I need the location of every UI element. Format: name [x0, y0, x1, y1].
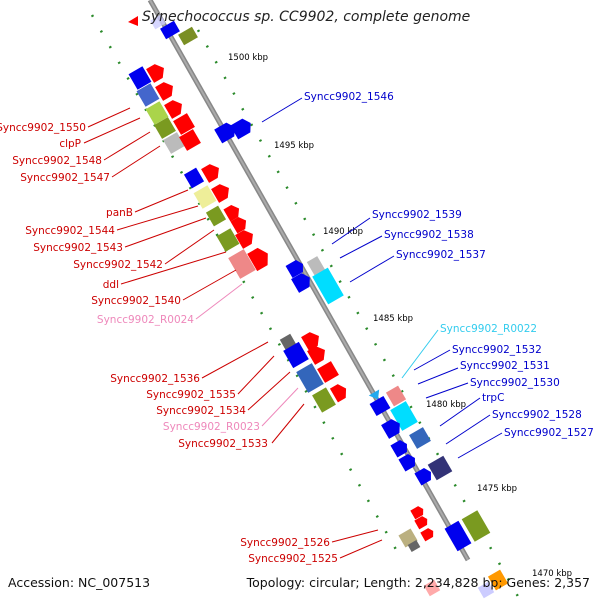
- kbp-label: 1485 kbp: [373, 314, 413, 324]
- left-connectors-pink: [195, 283, 299, 427]
- kbp-label: 1500 kbp: [228, 53, 268, 63]
- kbp-label: 1495 kbp: [274, 141, 314, 151]
- gene-label: Syncc9902_1526: [240, 537, 330, 549]
- genome-title: Synechococcus sp. CC9902, complete genom…: [142, 9, 471, 25]
- gene-label: panB: [106, 207, 133, 219]
- right-connectors-cyan: [401, 329, 439, 379]
- gene-label: Syncc9902_1547: [20, 172, 110, 184]
- gene-label: Syncc9902_1532: [452, 344, 542, 356]
- gene-label: trpC: [482, 392, 504, 404]
- gene-label: Syncc9902_1537: [396, 249, 486, 261]
- red-arrow-marker: [128, 16, 138, 26]
- gene-features: [128, 14, 509, 599]
- gene-label: Syncc9902_1528: [492, 409, 582, 421]
- gene-label: Syncc9902_1527: [504, 427, 594, 439]
- right-gene-labels: Syncc9902_1546 Syncc9902_1539 Syncc9902_…: [304, 91, 594, 439]
- gene-label: Syncc9902_1534: [156, 405, 246, 417]
- left-gene-labels: Syncc9902_1550 clpP Syncc9902_1548 Syncc…: [0, 122, 338, 565]
- gene-label: ddl: [103, 279, 119, 291]
- gene-label: Syncc9902_1531: [460, 360, 550, 372]
- gene-label: Syncc9902_1525: [248, 553, 338, 565]
- accession-text: Accession: NC_007513: [8, 575, 151, 590]
- gene-label: Syncc9902_1535: [146, 389, 236, 401]
- kbp-scale: 1500 kbp 1495 kbp 1490 kbp 1485 kbp 1480…: [228, 53, 572, 579]
- gene-label: Syncc9902_1530: [470, 377, 560, 389]
- gene-label: Syncc9902_1536: [110, 373, 200, 385]
- position-tracks: [90, 14, 522, 600]
- gene-label: Syncc9902_R0022: [440, 323, 537, 335]
- gene-label: Syncc9902_1546: [304, 91, 394, 103]
- topology-text: Topology: circular; Length: 2,234,828 bp…: [246, 575, 590, 590]
- gene-label: Syncc9902_1539: [372, 209, 462, 221]
- gene-label: Syncc9902_1543: [33, 242, 123, 254]
- gene-label: Syncc9902_1548: [12, 155, 102, 167]
- right-connectors: [261, 97, 503, 459]
- gene-label: Syncc9902_1533: [178, 438, 268, 450]
- kbp-label: 1475 kbp: [477, 484, 517, 494]
- gene-label: Syncc9902_1544: [25, 225, 115, 237]
- left-connectors: [83, 107, 383, 559]
- gene-label: Syncc9902_1540: [91, 295, 181, 307]
- gene-label: Syncc9902_1550: [0, 122, 86, 134]
- kbp-label: 1470 kbp: [532, 569, 572, 579]
- kbp-label: 1480 kbp: [426, 400, 466, 410]
- gene-label: Syncc9902_R0023: [163, 421, 260, 433]
- gene-label: Syncc9902_1538: [384, 229, 474, 241]
- gene-label: Syncc9902_1542: [73, 259, 163, 271]
- gene-label: clpP: [59, 138, 81, 150]
- gene-label: Syncc9902_R0024: [97, 314, 194, 326]
- kbp-label: 1490 kbp: [323, 227, 363, 237]
